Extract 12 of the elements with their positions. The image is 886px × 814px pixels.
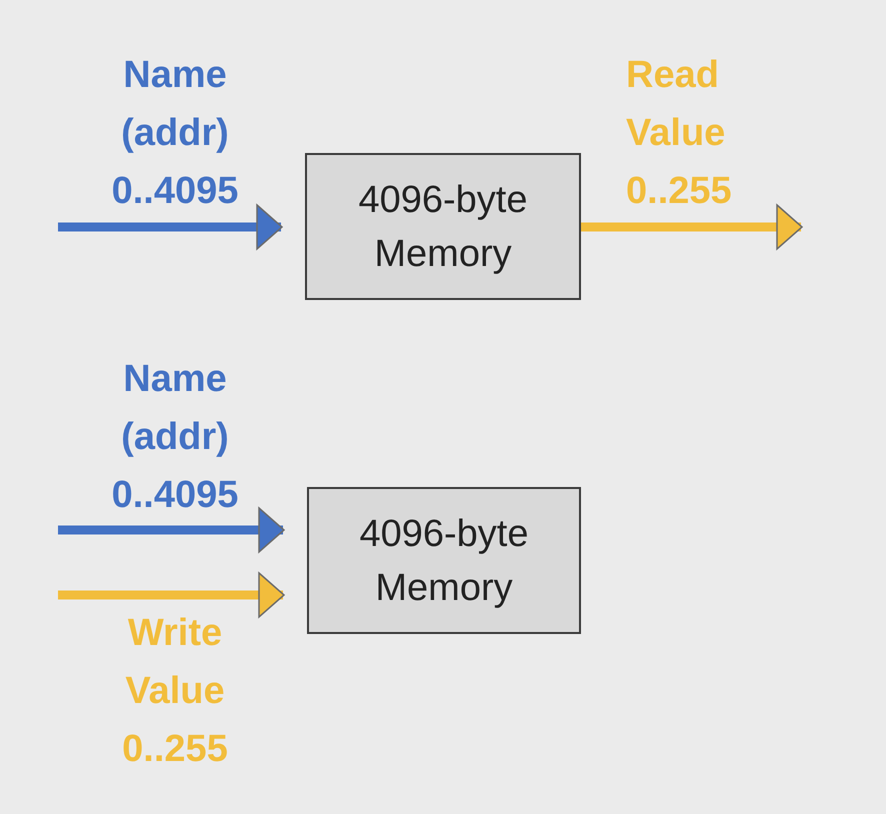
box-label: 4096-byte Memory (358, 512, 530, 610)
memory-box (307, 487, 581, 634)
edge-label: Write Value 0..255 (121, 611, 229, 772)
memory-box (305, 153, 581, 300)
arrow (58, 572, 285, 618)
arrow (581, 204, 803, 250)
edge-label: Read Value 0..255 (626, 53, 733, 214)
box-label: 4096-byte Memory (357, 178, 528, 276)
arrow (58, 507, 285, 553)
edge-label: Name (addr) 0..4095 (110, 53, 240, 214)
arrow (58, 204, 283, 250)
edge-label: Name (addr) 0..4095 (110, 357, 240, 518)
